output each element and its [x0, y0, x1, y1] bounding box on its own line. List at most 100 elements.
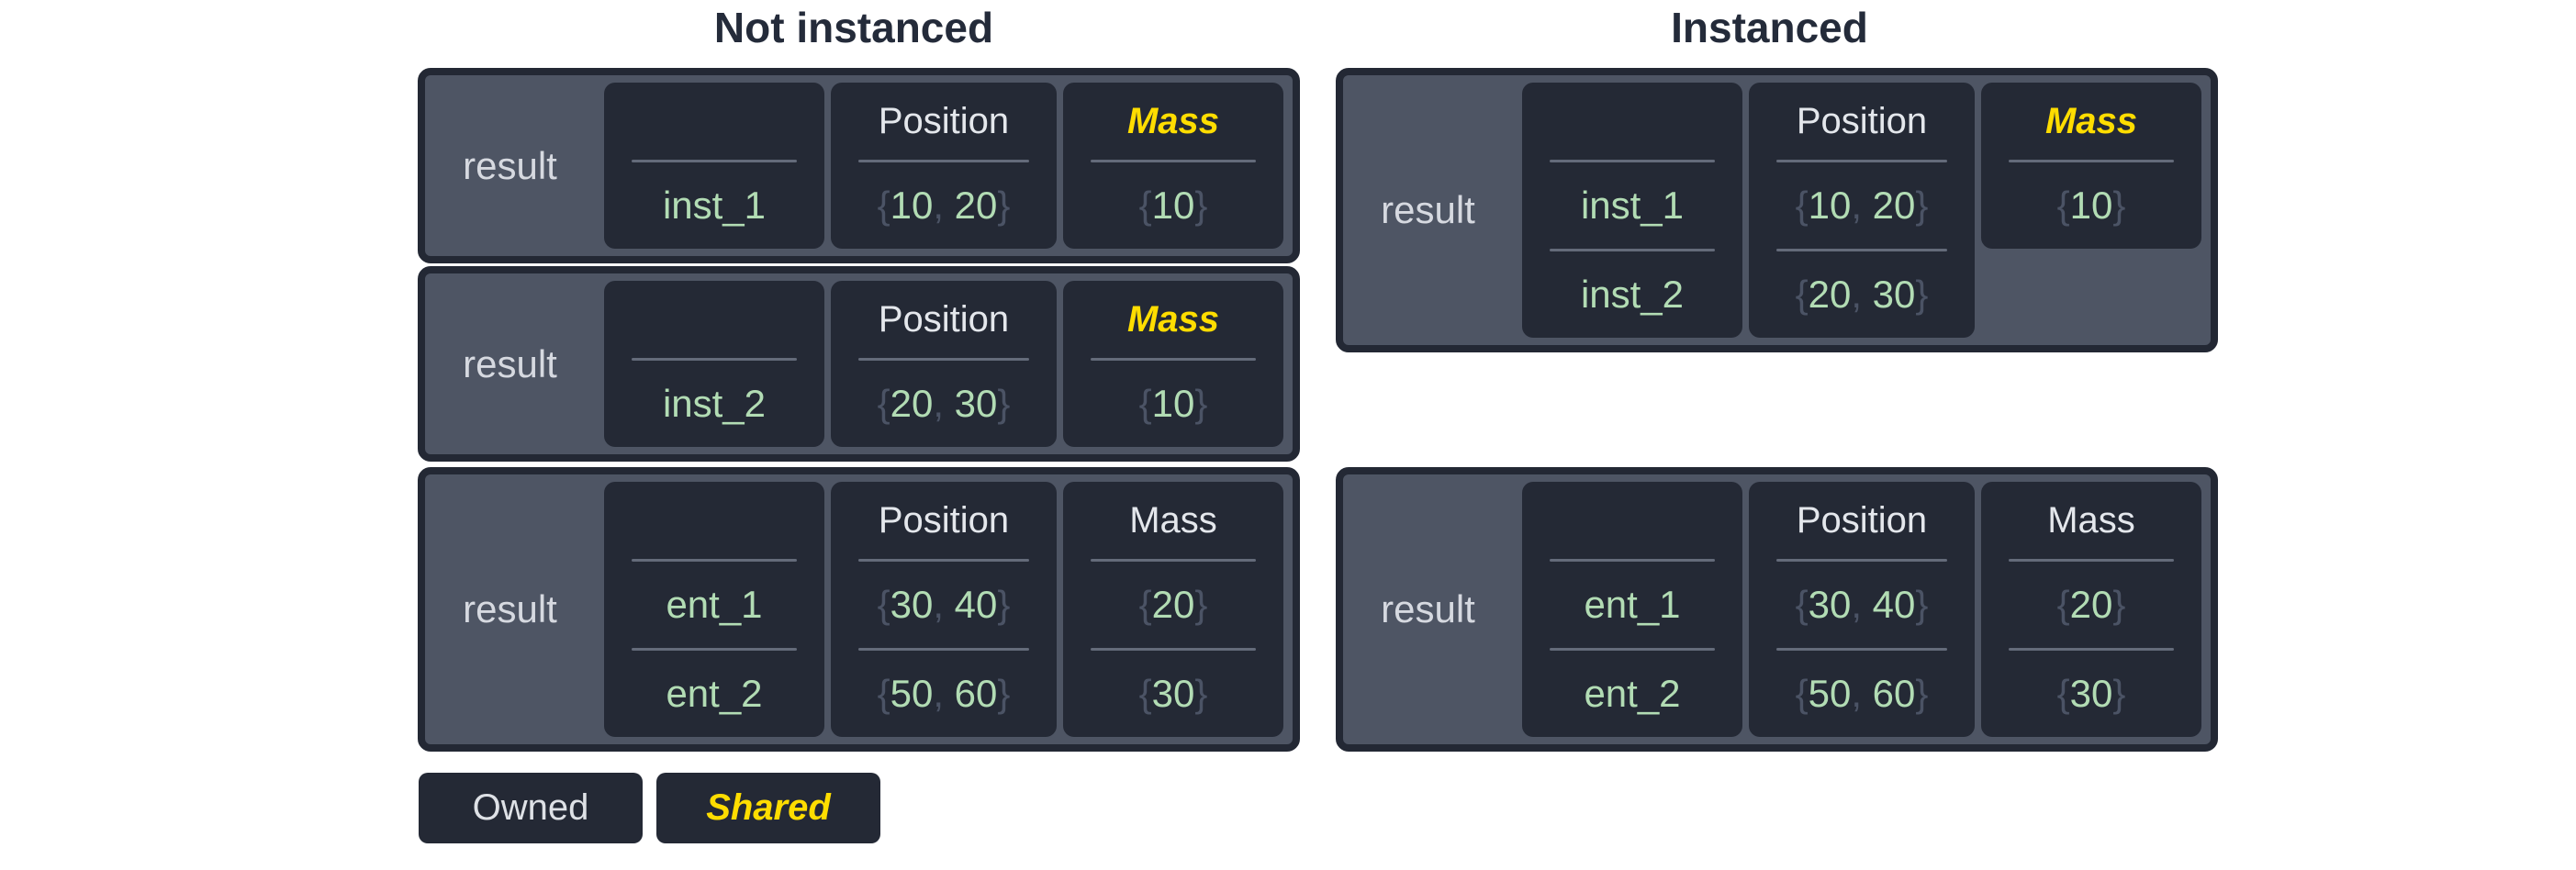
value-punctuation: }: [997, 184, 1011, 227]
value-punctuation: {: [877, 184, 890, 227]
value-punctuation: {: [877, 583, 890, 626]
value-number: 20: [944, 184, 998, 227]
divider: [1091, 358, 1256, 361]
value-punctuation: }: [1194, 583, 1208, 626]
value-number: 60: [944, 672, 998, 715]
value-punctuation: ,: [933, 583, 944, 626]
value-punctuation: {: [877, 382, 890, 425]
column-header: Position: [878, 499, 1010, 541]
value-punctuation: ,: [933, 672, 944, 715]
value-punctuation: ,: [1851, 273, 1862, 316]
column-entities: inst_1: [604, 83, 824, 249]
entity-name-cell: inst_1: [1580, 184, 1685, 227]
entity-name-cell: ent_2: [1584, 672, 1681, 715]
value-punctuation: ,: [1851, 672, 1862, 715]
not-instanced-title: Not instanced: [713, 4, 994, 51]
column-mass: Mass{10}: [1981, 83, 2201, 249]
column-mass: Mass{10}: [1063, 281, 1283, 447]
column-header: Position: [878, 100, 1010, 141]
value-number: 30: [1862, 273, 1916, 316]
component-value-cell: {10}: [1981, 162, 2201, 249]
component-value-cell: {10, 20}: [1749, 162, 1975, 249]
not-instanced-table-inst2: result inst_2 Position{20, 30}Mass{10}: [418, 266, 1300, 462]
value-punctuation: {: [1795, 583, 1809, 626]
value-punctuation: {: [1138, 672, 1152, 715]
component-value-cell: {10, 20}: [831, 162, 1057, 249]
value-punctuation: {: [1795, 273, 1809, 316]
value-punctuation: {: [2056, 184, 2070, 227]
value-punctuation: }: [1915, 273, 1929, 316]
divider: [2009, 160, 2174, 162]
value-number: 20: [890, 382, 934, 425]
value-number: 50: [1808, 672, 1852, 715]
value-punctuation: }: [2112, 184, 2126, 227]
column-header: Position: [1796, 100, 1928, 141]
column-header: [604, 83, 824, 160]
divider: [858, 648, 1029, 651]
divider: [1091, 559, 1256, 562]
divider: [858, 358, 1029, 361]
component-value-cell: {20, 30}: [831, 361, 1057, 447]
entity-name-cell: ent_2: [666, 672, 763, 715]
value-punctuation: {: [1138, 382, 1152, 425]
column-header: [1522, 83, 1742, 160]
value-punctuation: {: [1795, 184, 1809, 227]
column-header: [604, 281, 824, 358]
value-punctuation: ,: [1851, 583, 1862, 626]
divider: [1550, 648, 1715, 651]
component-value-cell: {30}: [1063, 651, 1283, 737]
divider: [1776, 160, 1947, 162]
value-number: 60: [1862, 672, 1916, 715]
component-value-cell: {20, 30}: [1749, 251, 1975, 338]
value-punctuation: {: [1795, 672, 1809, 715]
column-header: [604, 482, 824, 559]
legend-shared-label: Shared: [706, 787, 831, 828]
value-number: 20: [2069, 583, 2113, 626]
column-entities: inst_2: [604, 281, 824, 447]
divider: [1091, 160, 1256, 162]
component-value-cell: {30, 40}: [831, 562, 1057, 648]
column-entities: ent_1 ent_2: [1522, 482, 1742, 737]
legend-owned-label: Owned: [472, 787, 589, 828]
entity-name-cell: inst_2: [662, 382, 767, 425]
value-punctuation: {: [1138, 184, 1152, 227]
divider: [1091, 648, 1256, 651]
column-position: Position{30, 40}{50, 60}: [1749, 482, 1975, 737]
value-number: 10: [1151, 184, 1195, 227]
column-mass: Mass{20}{30}: [1981, 482, 2201, 737]
value-number: 20: [1862, 184, 1916, 227]
value-number: 30: [944, 382, 998, 425]
value-number: 30: [1808, 583, 1852, 626]
component-value-cell: {50, 60}: [1749, 651, 1975, 737]
instanced-title: Instanced: [1671, 4, 1868, 51]
entity-name-cell: inst_1: [662, 184, 767, 227]
value-number: 20: [1151, 583, 1195, 626]
component-value-cell: {10}: [1063, 162, 1283, 249]
value-punctuation: {: [2056, 672, 2070, 715]
value-number: 40: [944, 583, 998, 626]
divider: [1550, 160, 1715, 162]
value-punctuation: ,: [933, 184, 944, 227]
result-label: result: [463, 341, 557, 385]
column-position: Position{20, 30}: [831, 281, 1057, 447]
value-number: 30: [1151, 672, 1195, 715]
entity-name-cell: ent_1: [1584, 583, 1681, 626]
divider: [858, 559, 1029, 562]
value-punctuation: {: [1138, 583, 1152, 626]
value-punctuation: ,: [933, 382, 944, 425]
legend: Owned Shared: [419, 773, 880, 843]
component-value-cell: {20}: [1981, 562, 2201, 648]
entity-name-cell: ent_1: [666, 583, 763, 626]
result-label: result: [1381, 587, 1475, 630]
component-value-cell: {10}: [1063, 361, 1283, 447]
result-label: result: [1381, 188, 1475, 231]
divider: [858, 160, 1029, 162]
legend-owned: Owned: [419, 773, 643, 843]
divider: [2009, 648, 2174, 651]
value-number: 30: [2069, 672, 2113, 715]
